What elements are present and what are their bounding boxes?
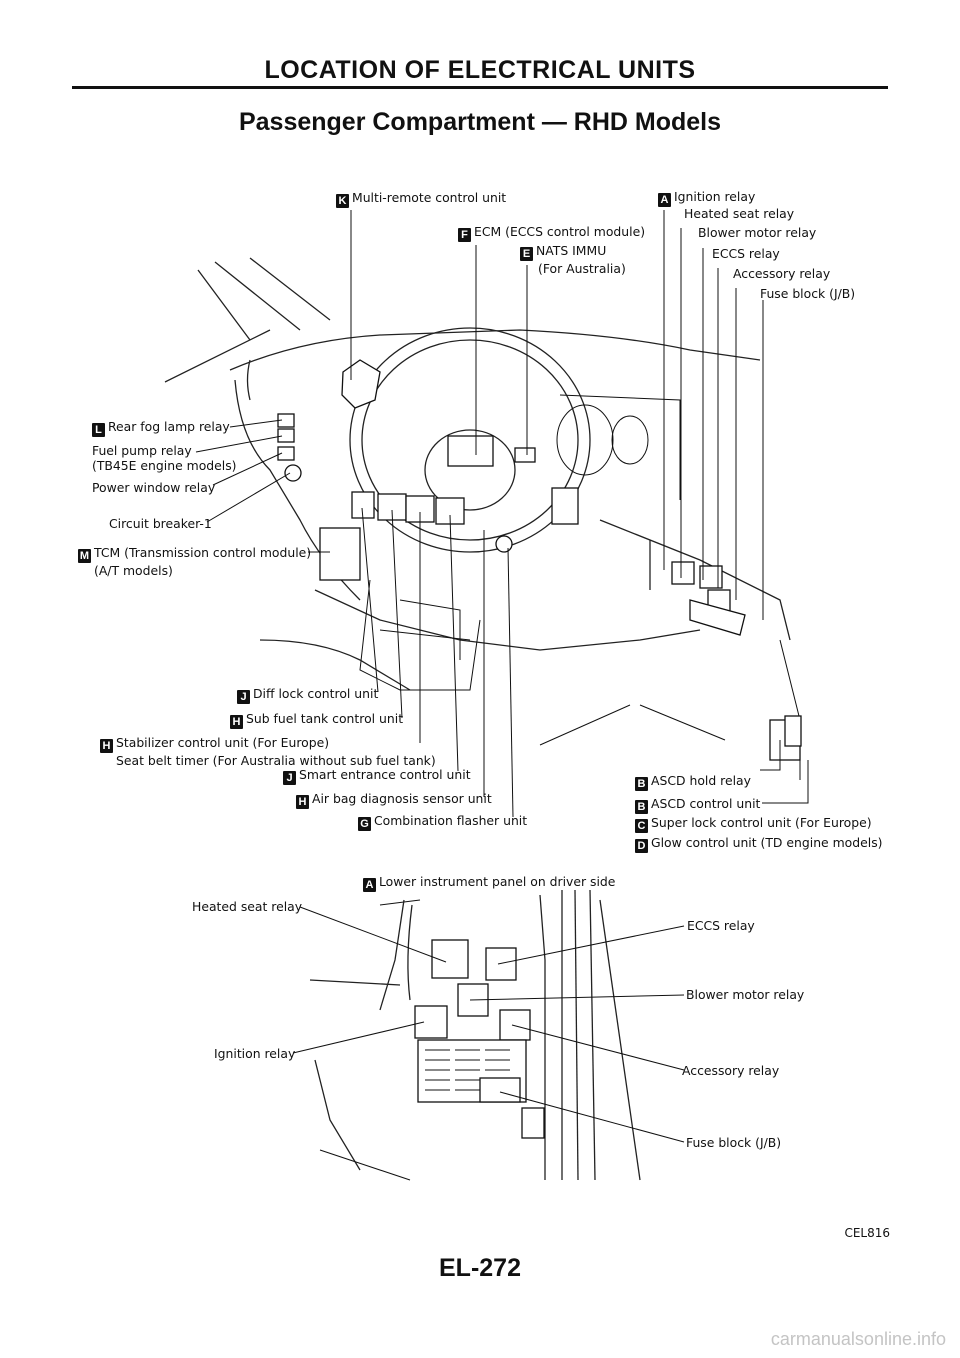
combination-flasher-text: Combination flasher unit bbox=[374, 813, 528, 828]
glow-control-text: Glow control unit (TD engine models) bbox=[651, 835, 883, 850]
fuel-pump-text: Fuel pump relay bbox=[92, 443, 192, 458]
label-circuit-breaker: Circuit breaker-1 bbox=[109, 516, 212, 531]
badge-a2-icon: A bbox=[363, 878, 376, 892]
label-eccs-relay: ECCS relay bbox=[712, 246, 780, 261]
stabilizer-sub: Seat belt timer (For Australia without s… bbox=[116, 753, 436, 768]
badge-d-icon: D bbox=[635, 839, 648, 853]
label-blower-motor-relay: Blower motor relay bbox=[698, 225, 817, 240]
lower-panel-title-text: Lower instrument panel on driver side bbox=[379, 874, 616, 889]
badge-h2-icon: H bbox=[100, 739, 113, 753]
tcm-text: TCM (Transmission control module) bbox=[94, 545, 312, 560]
multi-remote-text: Multi-remote control unit bbox=[352, 190, 507, 205]
label-heated-seat-relay: Heated seat relay bbox=[684, 206, 795, 221]
badge-j2-icon: J bbox=[283, 771, 296, 785]
sub-fuel-text: Sub fuel tank control unit bbox=[246, 711, 404, 726]
label-accessory-relay: Accessory relay bbox=[733, 266, 831, 281]
label-fuel-pump: Fuel pump relay(TB45E engine models) bbox=[92, 443, 237, 473]
air-bag-text: Air bag diagnosis sensor unit bbox=[312, 791, 492, 806]
diff-lock-text: Diff lock control unit bbox=[253, 686, 379, 701]
lower-label-accessory: Accessory relay bbox=[682, 1063, 780, 1078]
watermark: carmanualsonline.info bbox=[770, 1329, 946, 1349]
fuel-pump-sub: (TB45E engine models) bbox=[92, 458, 237, 473]
badge-b-icon: B bbox=[635, 777, 648, 791]
badge-h-icon: H bbox=[230, 715, 243, 729]
badge-j-icon: J bbox=[237, 690, 250, 704]
rear-fog-text: Rear fog lamp relay bbox=[108, 419, 230, 434]
super-lock-text: Super lock control unit (For Europe) bbox=[651, 815, 872, 830]
badge-a-icon: A bbox=[658, 193, 671, 207]
badge-f-icon: F bbox=[458, 228, 471, 242]
lower-label-fuse-block: Fuse block (J/B) bbox=[686, 1135, 782, 1150]
figure-code: CEL816 bbox=[844, 1226, 890, 1240]
smart-entrance-text: Smart entrance control unit bbox=[299, 767, 471, 782]
nats-text: NATS IMMU bbox=[536, 243, 607, 258]
label-fuse-block: Fuse block (J/B) bbox=[760, 286, 856, 301]
ecm-text: ECM (ECCS control module) bbox=[474, 224, 646, 239]
ignition-text: Ignition relay bbox=[674, 189, 756, 204]
lower-label-ignition: Ignition relay bbox=[214, 1046, 296, 1061]
header-rule bbox=[72, 86, 888, 89]
lower-label-blower: Blower motor relay bbox=[686, 987, 805, 1002]
page-number: EL-272 bbox=[439, 1254, 521, 1282]
badge-m-icon: M bbox=[78, 549, 91, 563]
ascd-control-text: ASCD control unit bbox=[651, 796, 761, 811]
badge-c-icon: C bbox=[635, 819, 648, 833]
tcm-sub: (A/T models) bbox=[94, 563, 173, 578]
lower-label-heated-seat: Heated seat relay bbox=[192, 899, 303, 914]
badge-b2-icon: B bbox=[635, 800, 648, 814]
lower-label-eccs: ECCS relay bbox=[687, 918, 755, 933]
badge-e-icon: E bbox=[520, 247, 533, 261]
ascd-hold-text: ASCD hold relay bbox=[651, 773, 751, 788]
section-title: Passenger Compartment — RHD Models bbox=[238, 108, 722, 136]
badge-k-icon: K bbox=[336, 194, 349, 208]
badge-g-icon: G bbox=[358, 817, 371, 831]
stabilizer-text: Stabilizer control unit (For Europe) bbox=[116, 735, 330, 750]
badge-l-icon: L bbox=[92, 423, 105, 437]
nats-sub: (For Australia) bbox=[538, 261, 626, 276]
badge-h3-icon: H bbox=[296, 795, 309, 809]
label-power-window: Power window relay bbox=[92, 480, 216, 495]
header-title: LOCATION OF ELECTRICAL UNITS bbox=[264, 56, 696, 84]
